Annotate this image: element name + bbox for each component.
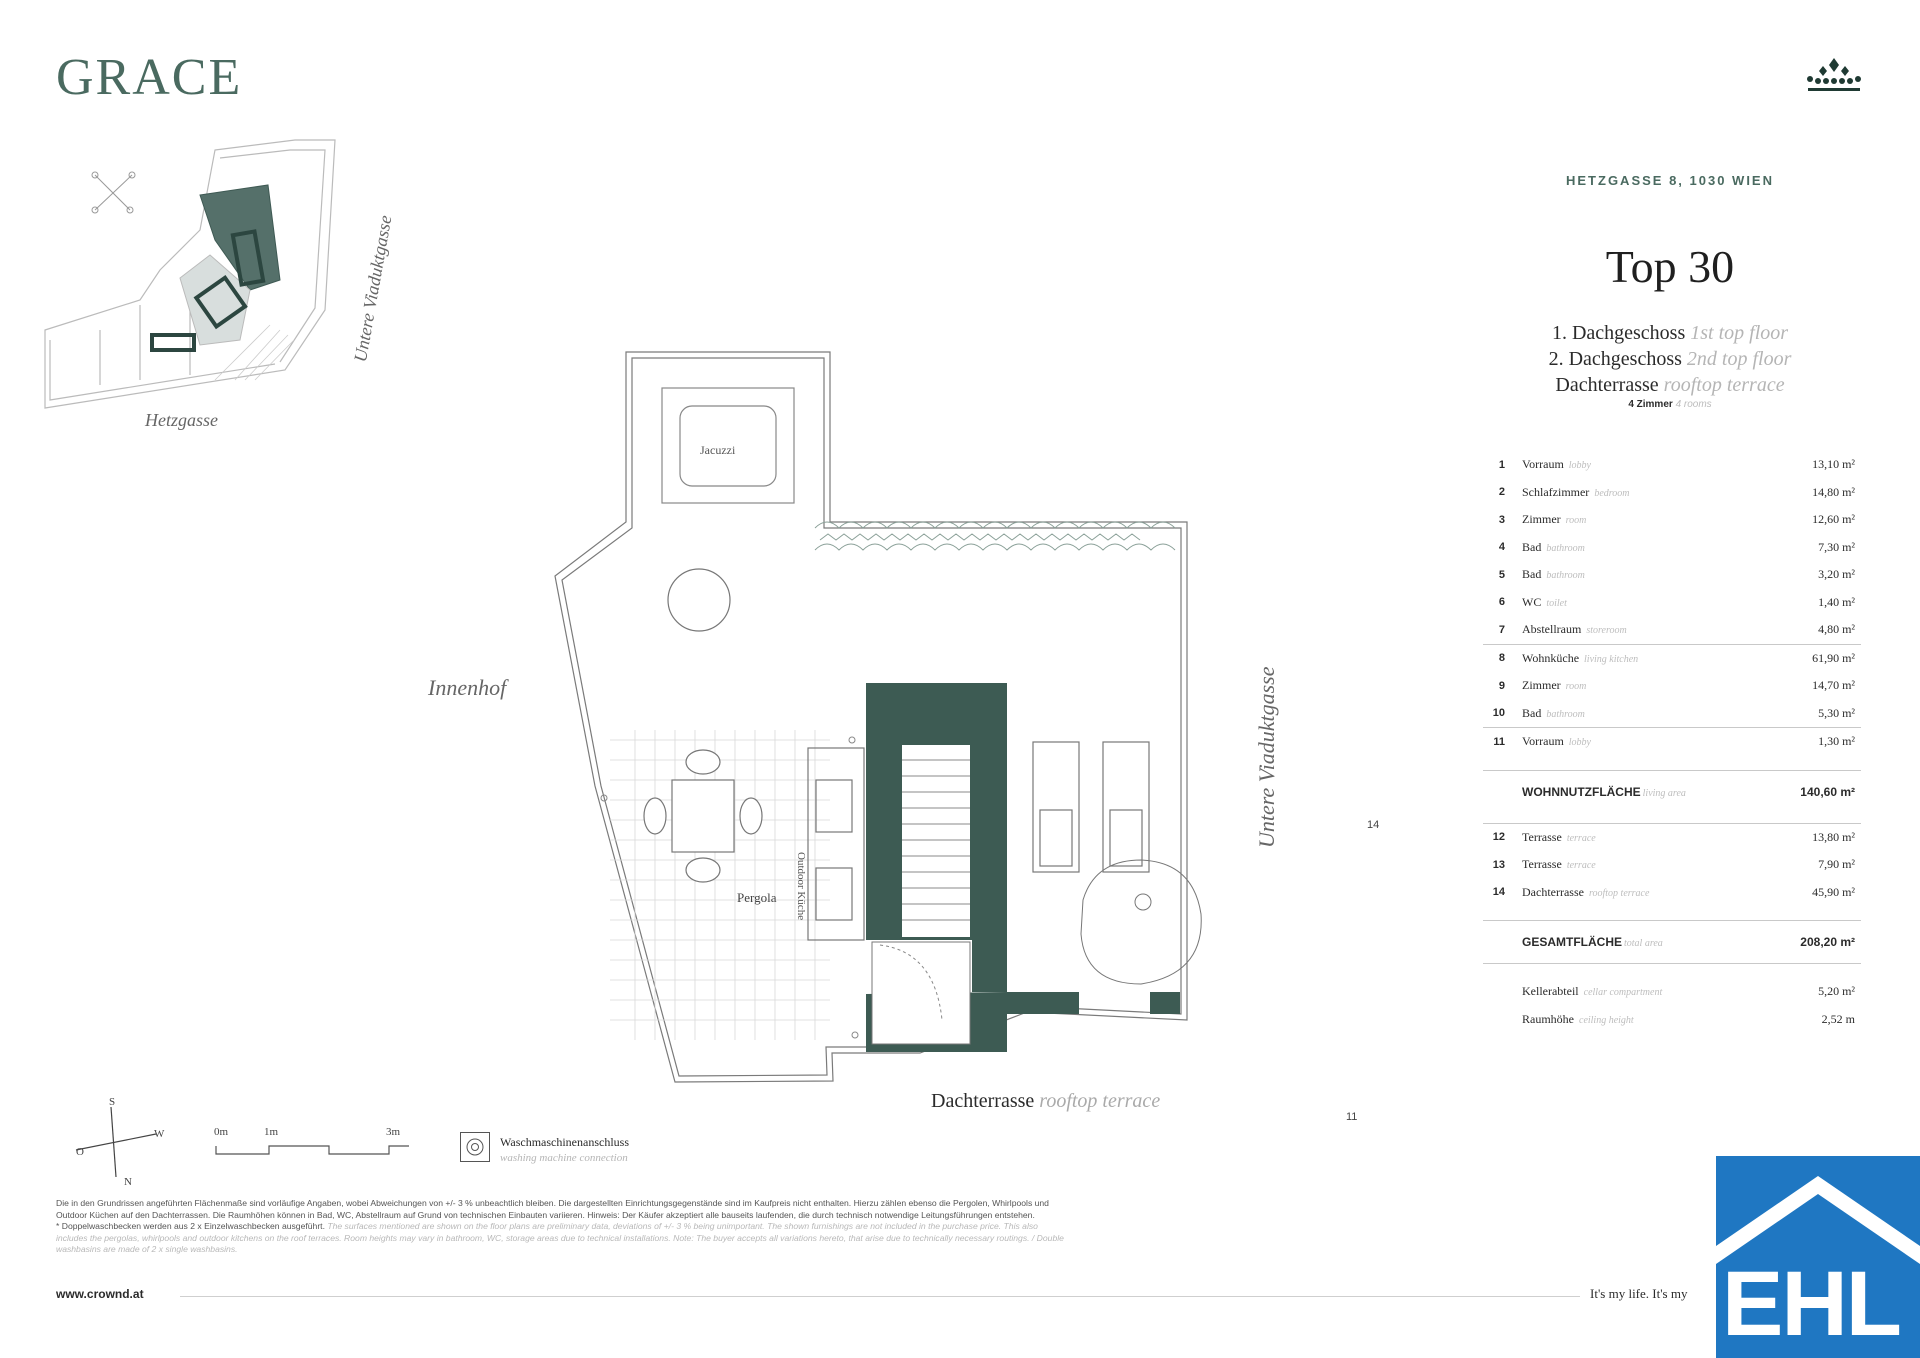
rooftop-terrace-label: Dachterrasse rooftop terrace: [931, 1090, 1161, 1112]
outdoor-kitchen-label: Outdoor Küche: [795, 852, 807, 921]
street-label-viaduktgasse: Untere Viaduktgasse: [1254, 666, 1279, 848]
sun-loungers: [1032, 741, 1150, 873]
disclaimer: Die in den Grundrissen angeführten Fläch…: [56, 1198, 1064, 1254]
washing-machine-label: Waschmaschinenanschluss washing machine …: [500, 1135, 629, 1164]
compass-rose-icon: [91, 171, 136, 214]
address: HETZGASSE 8, 1030 WIEN: [1566, 173, 1774, 188]
floor-1: 1. Dachgeschoss 1st top floor: [1551, 322, 1789, 344]
floor-list: 1. Dachgeschoss 1st top floor 2. Dachges…: [1490, 320, 1850, 412]
pergola-label: Pergola: [737, 890, 777, 905]
rooms-count: 4 Zimmer 4 rooms: [1628, 399, 1712, 410]
label-14: 14: [1367, 819, 1380, 831]
dining-table: [643, 749, 763, 883]
scale-bar: 0m 1m 3m: [214, 1126, 464, 1166]
site-plan: Hetzgasse Untere Viaduktgasse: [40, 130, 395, 440]
footer-url-link[interactable]: www.crownd.at: [56, 1287, 144, 1301]
legend: S W O N 0m 1m 3m Waschmaschinenanschluss…: [56, 1092, 696, 1202]
footer-divider: [180, 1296, 1580, 1297]
footer-slogan: It's my life. It's my: [1590, 1286, 1688, 1301]
compass-icon: S W O N: [75, 1096, 165, 1188]
hedge-plants: [814, 521, 1176, 551]
jacuzzi: [661, 387, 795, 504]
floor-3: Dachterrasse rooftop terrace: [1555, 374, 1785, 396]
label-11: 11: [1346, 1111, 1358, 1123]
ehl-logo: EHL: [1716, 1156, 1920, 1358]
crown-icon: [1804, 56, 1864, 101]
courtyard-label: Innenhof: [428, 675, 507, 700]
floor-plan: Jacuzzi Outdoor Küche Pergola: [540, 340, 1240, 1120]
tree: [1080, 859, 1202, 985]
outdoor-kitchen: [807, 747, 865, 941]
brand-logo: GRACE: [56, 49, 243, 106]
site-street-hetzgasse: Hetzgasse: [145, 410, 218, 430]
washing-machine-icon: [460, 1132, 490, 1162]
jacuzzi-label: Jacuzzi: [700, 443, 736, 457]
floor-2: 2. Dachgeschoss 2nd top floor: [1548, 348, 1792, 370]
stair-core: [866, 683, 1180, 1052]
unit-title: Top 30: [1605, 241, 1735, 292]
